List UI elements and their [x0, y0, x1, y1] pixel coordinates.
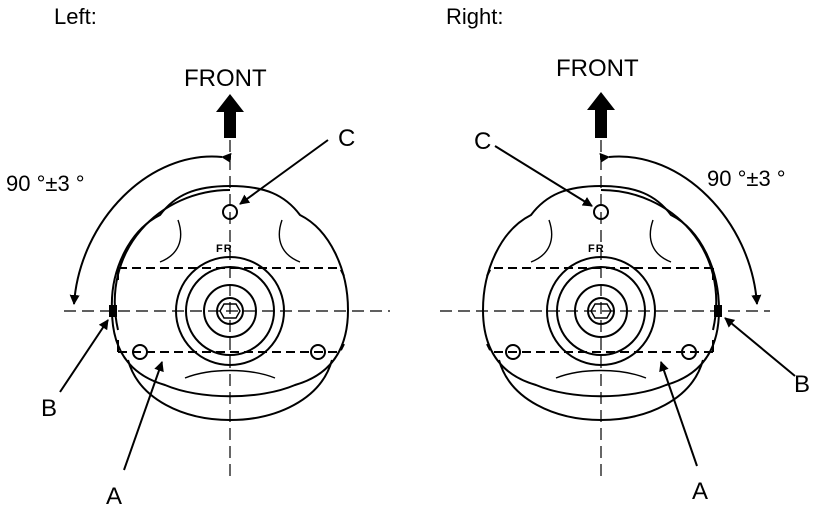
left-view-title: Left:	[54, 4, 97, 29]
right-angle-arc	[599, 152, 762, 305]
left-center-nut	[219, 303, 241, 319]
left-callout-b: B	[41, 395, 58, 422]
right-callout-b: B	[794, 371, 811, 398]
right-callout-a: A	[692, 478, 709, 505]
left-rib-bottom	[184, 369, 276, 379]
right-fr-mark: FR	[588, 243, 605, 255]
left-angle-arc	[69, 152, 232, 305]
right-hole-lower-left	[505, 344, 521, 360]
right-mark-b	[714, 305, 722, 317]
right-leader-c	[494, 145, 593, 207]
left-mark-b	[109, 305, 117, 317]
left-hole-lower-left	[132, 344, 148, 360]
left-front-arrow-head	[216, 94, 244, 112]
left-lower-body-outline	[127, 359, 333, 421]
right-front-arrow-shaft	[595, 110, 607, 138]
right-rib-bottom	[555, 369, 647, 379]
left-rib-upper-right	[278, 219, 301, 263]
right-callout-c: C	[474, 128, 492, 155]
left-front-arrow-shaft	[224, 112, 236, 138]
right-view-title: Right:	[446, 4, 504, 29]
right-bracket-top	[486, 267, 713, 277]
right-rib-upper-left	[530, 219, 553, 263]
left-front-label: FRONT	[184, 65, 267, 92]
left-hole-lower-right	[310, 344, 326, 360]
right-lower-body-outline	[498, 359, 704, 421]
left-leader-a	[123, 361, 164, 471]
right-bracket-bottom	[486, 343, 713, 353]
right-leader-b	[724, 317, 796, 377]
left-callout-a: A	[106, 483, 123, 510]
right-hole-lower-right	[681, 344, 697, 360]
left-leader-c	[239, 139, 329, 205]
right-leader-a	[659, 361, 698, 467]
right-front-label: FRONT	[556, 55, 639, 82]
left-bracket-bottom	[118, 343, 345, 353]
right-rib-upper-right	[649, 219, 672, 263]
right-front-arrow-head	[587, 92, 615, 110]
left-callout-c: C	[338, 125, 356, 152]
left-angle-label: 90 °±3 °	[6, 171, 85, 196]
left-leader-b	[59, 319, 109, 393]
